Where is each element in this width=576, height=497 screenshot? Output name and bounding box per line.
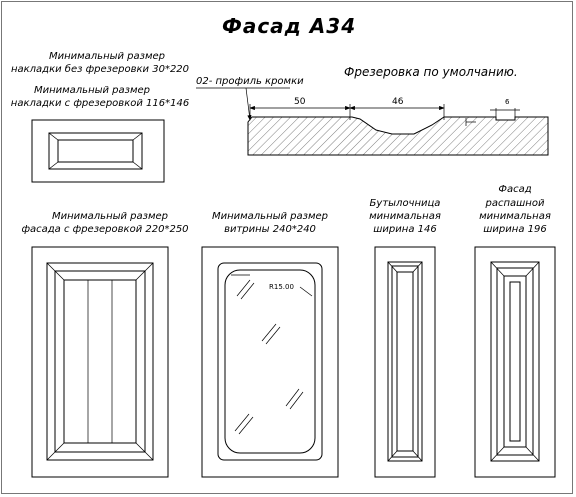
dim-50-label: 50	[294, 97, 306, 107]
milling-default-label: Фрезеровка по умолчанию.	[344, 65, 518, 79]
bottle-line3: ширина 146	[373, 224, 437, 235]
edge-profile-label: 02- профиль кромки	[196, 76, 304, 87]
swing-line1: Фасад	[498, 184, 532, 195]
swing-line3: минимальная	[479, 211, 551, 222]
facade-min-line2: фасада с фрезеровкой 220*250	[21, 224, 189, 235]
dim-46-label: 46	[392, 97, 404, 107]
facade-min-drawing	[31, 246, 169, 478]
overlay-panel-drawing	[31, 119, 165, 183]
swing-line2: распашной	[485, 198, 545, 209]
vitrine-min-line1: Минимальный размер	[211, 211, 329, 222]
vitrine-min-line2: витрины 240*240	[224, 224, 316, 235]
bottle-line2: минимальная	[369, 211, 441, 222]
overlay-no-mill-line2: накладки без фрезеровки 30*220	[10, 64, 190, 75]
swing-facade-drawing	[474, 246, 556, 478]
overlay-no-mill-line1: Минимальный размер	[48, 51, 166, 62]
drawing-title: Фасад А34	[222, 14, 357, 38]
overlay-mill-line1: Минимальный размер	[33, 85, 151, 96]
edge-profile-section: 50 46 6	[196, 87, 549, 156]
overlay-mill-line2: накладки с фрезеровкой 116*146	[10, 98, 190, 109]
swing-line4: ширина 196	[483, 224, 547, 235]
vitrine-radius-label: R15.00	[269, 283, 294, 291]
vitrine-drawing: R15.00	[201, 246, 339, 478]
bottle-holder-drawing	[374, 246, 436, 478]
facade-min-line1: Минимальный размер	[51, 211, 169, 222]
bottle-line1: Бутылочница	[369, 198, 441, 209]
dim-6-label: 6	[505, 98, 510, 106]
